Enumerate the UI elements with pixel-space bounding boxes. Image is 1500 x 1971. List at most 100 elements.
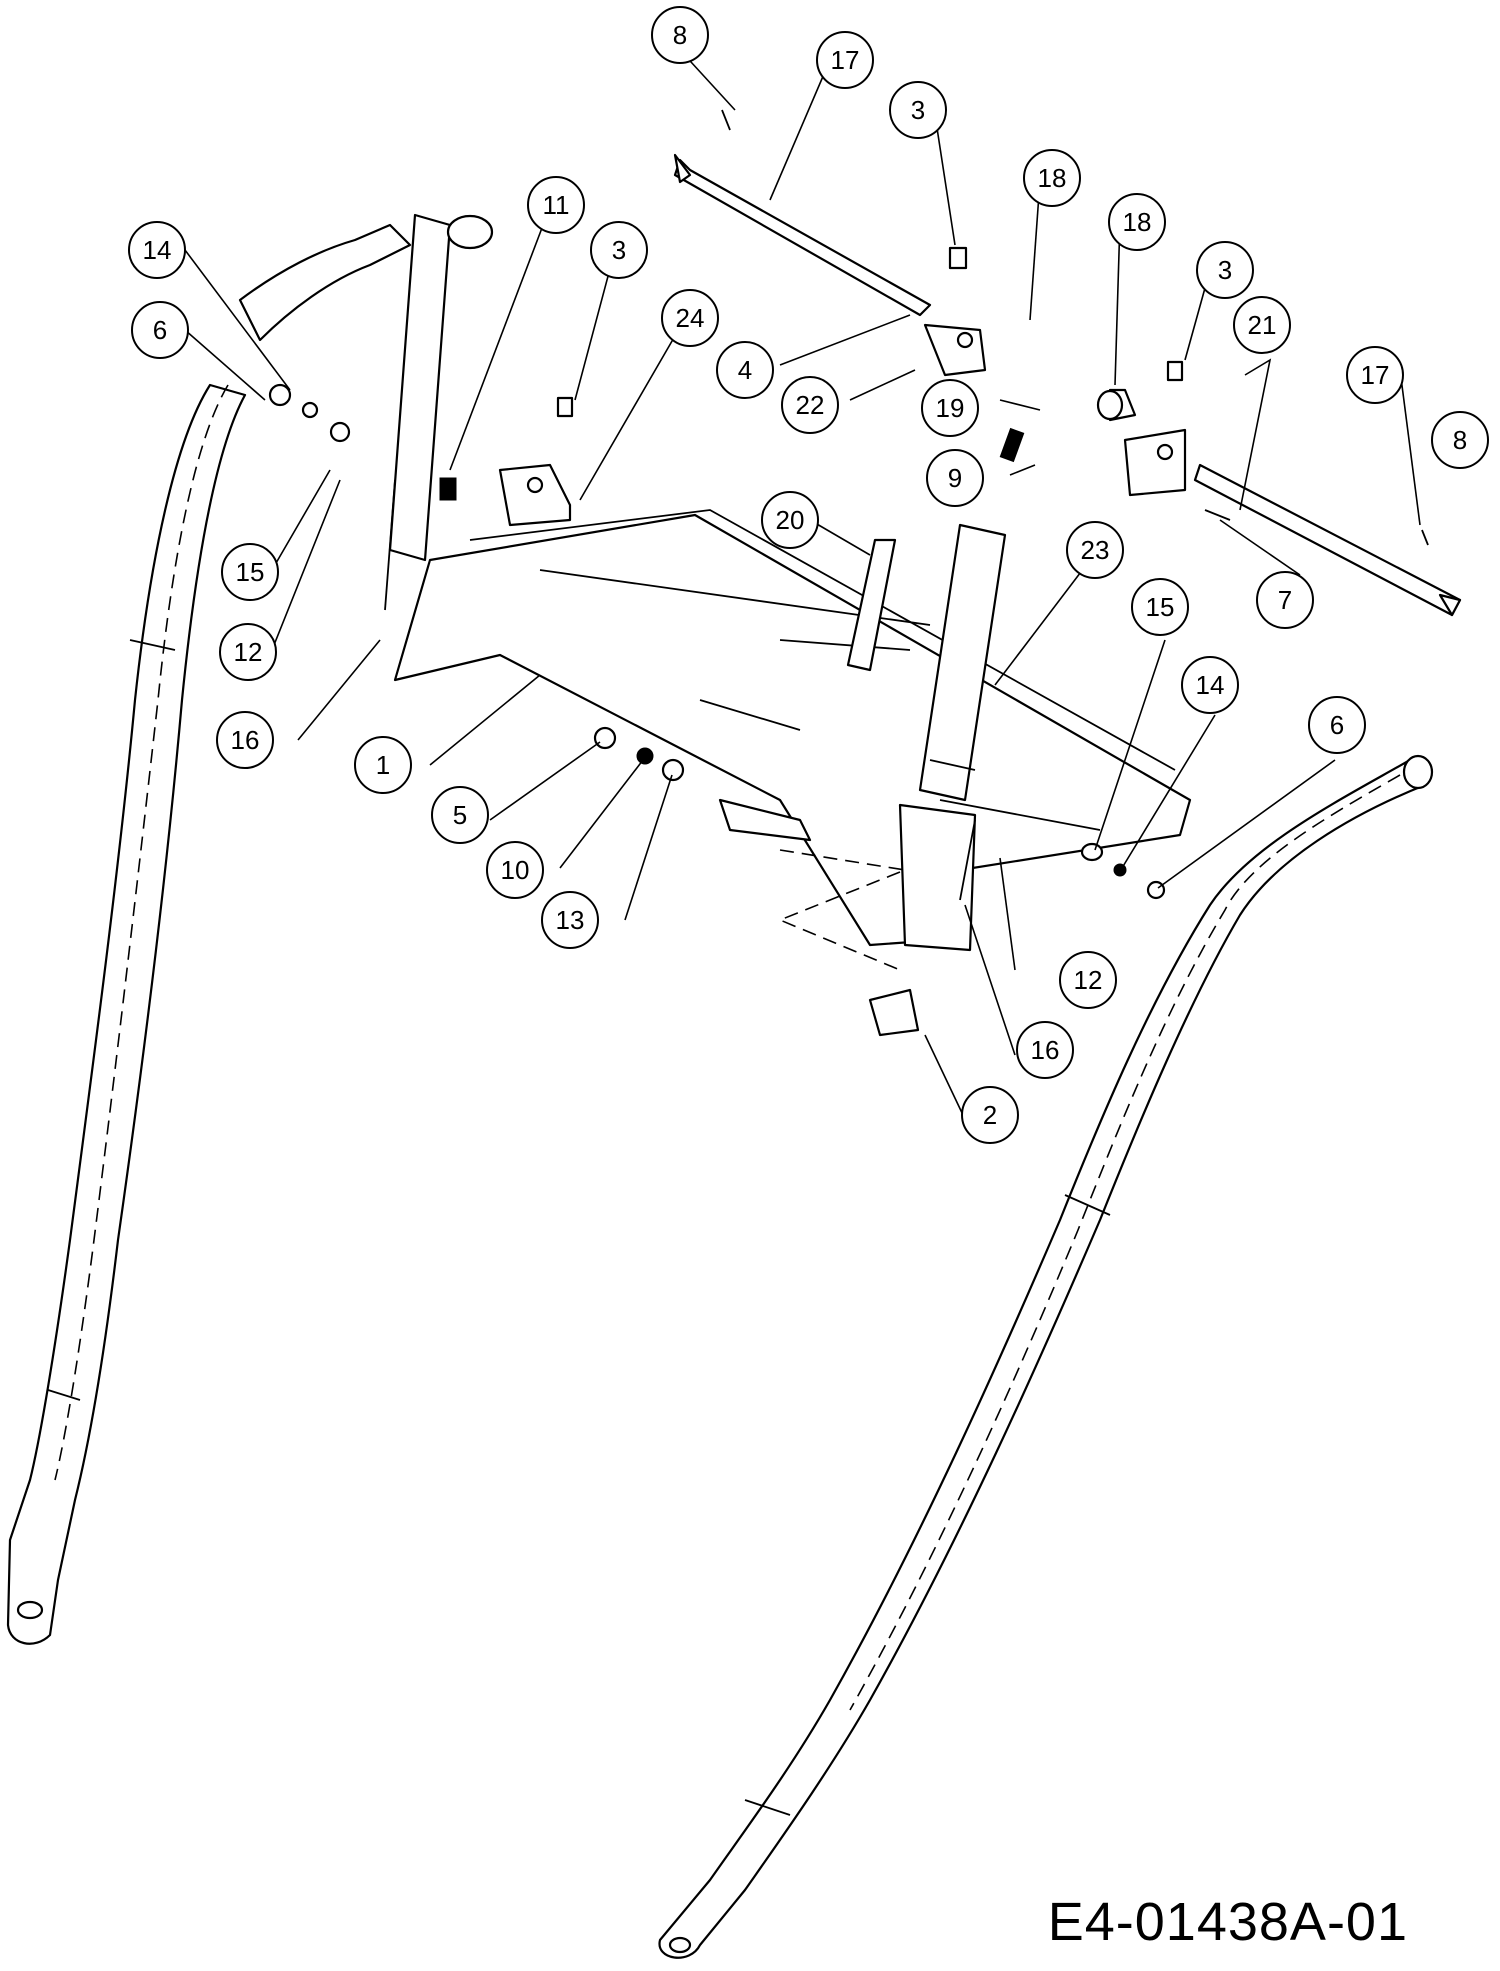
callout-circle (131, 301, 189, 359)
callout-label: 11 (543, 190, 570, 220)
callout-label: 6 (153, 315, 167, 345)
callout-label: 12 (234, 637, 263, 667)
callout-circle (590, 221, 648, 279)
callout-circle (1023, 149, 1081, 207)
callout-21: 21 (1233, 296, 1291, 354)
callout-label: 14 (1196, 670, 1225, 700)
shaft-rod-upper (673, 153, 932, 317)
shaft-rod-lower (1193, 463, 1462, 617)
bracket-left (498, 463, 572, 527)
callout-label: 16 (231, 725, 260, 755)
callout-label: 10 (501, 855, 530, 885)
callout-label: 9 (948, 463, 962, 493)
callout-16b: 16 (1016, 1021, 1074, 1079)
main-panel (393, 509, 1192, 971)
callout-label: 23 (1081, 535, 1110, 565)
callout-3c: 3 (1196, 241, 1254, 299)
shift-lever (846, 538, 897, 672)
callout-17b: 17 (1346, 346, 1404, 404)
callout-circle (781, 376, 839, 434)
callout-circle (354, 736, 412, 794)
callout-circle (527, 176, 585, 234)
callout-20: 20 (761, 491, 819, 549)
callout-circle (889, 81, 947, 139)
callout-circle (486, 841, 544, 899)
callout-label: 14 (143, 235, 172, 265)
callout-label: 20 (776, 505, 805, 535)
callout-circle (661, 289, 719, 347)
callout-circle (216, 711, 274, 769)
callout-label: 1 (376, 750, 390, 780)
callout-circle (1131, 578, 1189, 636)
callout-1: 1 (354, 736, 412, 794)
callout-label: 3 (1218, 255, 1232, 285)
callout-label: 8 (673, 20, 687, 50)
callout-2: 2 (961, 1086, 1019, 1144)
callout-circle (1181, 656, 1239, 714)
upper-handle-left (238, 213, 494, 562)
callout-label: 16 (1031, 1035, 1060, 1065)
callout-12a: 12 (219, 623, 277, 681)
hardware (268, 109, 1429, 1037)
callout-label: 24 (676, 303, 705, 333)
lower-handle-left (6, 383, 247, 1645)
callout-label: 4 (738, 355, 752, 385)
callout-label: 17 (1361, 360, 1390, 390)
callout-circle (431, 786, 489, 844)
callout-circle (1233, 296, 1291, 354)
callout-7: 7 (1256, 571, 1314, 629)
callout-label: 19 (936, 393, 965, 423)
callout-circle (1256, 571, 1314, 629)
callout-circle (1196, 241, 1254, 299)
callout-8b: 8 (1431, 411, 1489, 469)
callout-5: 5 (431, 786, 489, 844)
callout-6b: 6 (1308, 696, 1366, 754)
callout-label: 21 (1248, 310, 1277, 340)
callout-label: 3 (911, 95, 925, 125)
upper-handle-right (898, 523, 1007, 952)
callout-label: 15 (236, 557, 265, 587)
callout-15a: 15 (1131, 578, 1189, 636)
callout-23: 23 (1066, 521, 1124, 579)
callout-label: 22 (796, 390, 825, 420)
callout-circle (1108, 193, 1166, 251)
callout-8a: 8 (651, 6, 709, 64)
callout-16a: 16 (216, 711, 274, 769)
callout-15b: 15 (221, 543, 279, 601)
bracket-right (923, 323, 987, 377)
callout-12b: 12 (1059, 951, 1117, 1009)
callout-label: 6 (1330, 710, 1344, 740)
callout-circle (1431, 411, 1489, 469)
callout-label: 7 (1278, 585, 1292, 615)
callout-circle (816, 31, 874, 89)
callout-9: 9 (926, 449, 984, 507)
callout-3b: 3 (590, 221, 648, 279)
callout-circle (219, 623, 277, 681)
leader-lines (184, 49, 1421, 1116)
callout-3a: 3 (889, 81, 947, 139)
callout-circle (128, 221, 186, 279)
callout-circle (961, 1086, 1019, 1144)
callout-label: 2 (983, 1100, 997, 1130)
callout-24: 24 (661, 289, 719, 347)
callout-circle (716, 341, 774, 399)
callout-17a: 17 (816, 31, 874, 89)
callout-circle (1346, 346, 1404, 404)
callout-18b: 18 (1108, 193, 1166, 251)
callout-label: 5 (453, 800, 467, 830)
callout-circle (1066, 521, 1124, 579)
callout-label: 12 (1074, 965, 1103, 995)
callout-14b: 14 (1181, 656, 1239, 714)
callout-18a: 18 (1023, 149, 1081, 207)
callout-label: 15 (1146, 592, 1175, 622)
callout-label: 13 (556, 905, 585, 935)
callout-label: 18 (1038, 163, 1067, 193)
lower-handle-right (658, 754, 1434, 1959)
callout-label: 17 (831, 45, 860, 75)
callout-label: 8 (1453, 425, 1467, 455)
callout-19: 19 (921, 379, 979, 437)
callout-label: 3 (612, 235, 626, 265)
callout-4: 4 (716, 341, 774, 399)
